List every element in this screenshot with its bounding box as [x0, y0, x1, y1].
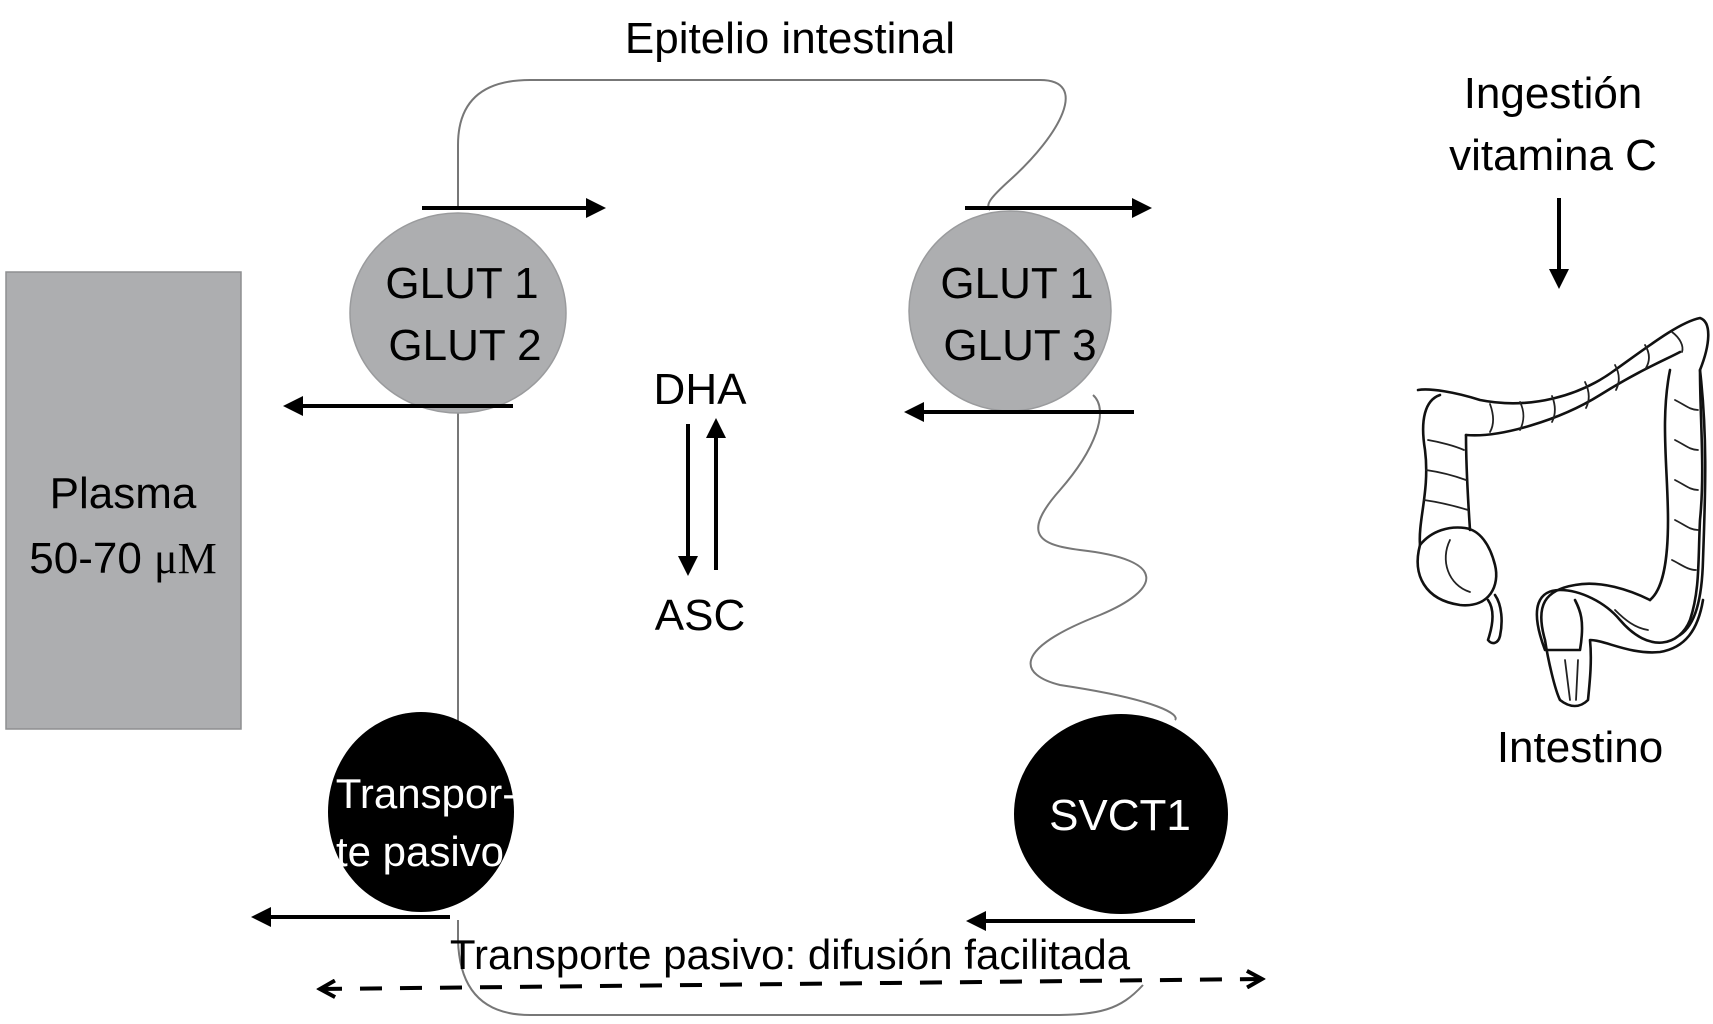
- colon-sigmoid: [1540, 582, 1705, 708]
- plasma-concentration: 50-70 μM: [29, 534, 216, 583]
- colon-cecum-inner: [1444, 539, 1471, 593]
- glut-right-line1: GLUT 1: [940, 259, 1093, 308]
- plasma-compartment: [5, 271, 242, 730]
- passive-transporter: [328, 712, 514, 912]
- asc-label: ASC: [655, 591, 745, 640]
- colon-cecum: [1416, 526, 1498, 607]
- colon-outer-contour: [1416, 316, 1710, 652]
- colon-descending-inner: [1648, 368, 1672, 602]
- cell-membrane-right-wavy: [1029, 394, 1177, 721]
- glut1-glut3-transporter: [908, 210, 1112, 412]
- colon-transverse-inner: [1464, 350, 1682, 437]
- colon-haustra-folds: [1423, 331, 1699, 701]
- title-epitelio-intestinal: Epitelio intestinal: [625, 14, 955, 63]
- intake-line2: vitamina C: [1449, 131, 1657, 180]
- glut-right-line2: GLUT 3: [943, 321, 1096, 370]
- large-intestine-illustration: [1416, 316, 1710, 708]
- glut-left-line2: GLUT 2: [388, 321, 541, 370]
- colon-descending-outer: [1678, 368, 1707, 637]
- dha-label: DHA: [654, 365, 748, 414]
- glut1-glut2-transporter: [349, 212, 567, 414]
- passive-transporter-line2: te pasivo: [336, 828, 504, 875]
- intestine-label: Intestino: [1497, 723, 1663, 772]
- colon-ascending-outer: [1418, 393, 1442, 547]
- glut-left-line1: GLUT 1: [385, 259, 538, 308]
- plasma-label: Plasma: [50, 469, 197, 518]
- passive-transport-caption: Transporte pasivo: difusión facilitada: [450, 931, 1131, 978]
- colon-appendix: [1486, 593, 1503, 645]
- intake-line1: Ingestión: [1464, 69, 1643, 118]
- svct1-transporter: [1014, 714, 1228, 914]
- svct1-label: SVCT1: [1049, 791, 1191, 840]
- dashed-bidirectional-arrow: [320, 979, 1262, 989]
- cell-membrane-outline: [457, 79, 1067, 211]
- passive-transporter-line1: Transpor-: [336, 770, 517, 817]
- colon-ascending-inner: [1464, 433, 1472, 532]
